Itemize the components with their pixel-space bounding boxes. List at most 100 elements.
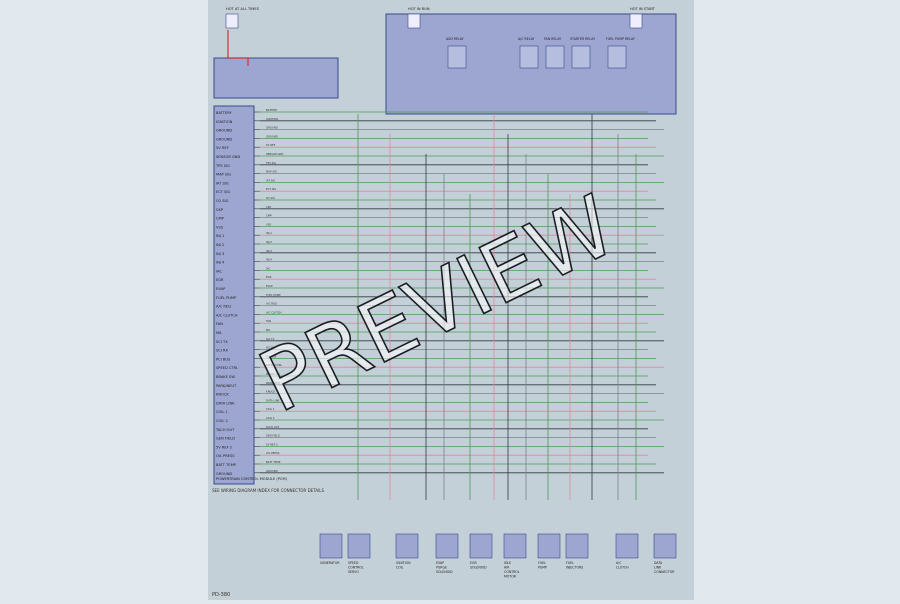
component-label: SPEED xyxy=(348,561,359,565)
ecm-pin-label: A/C CLUTCH xyxy=(216,313,238,317)
ecm-pin-label: PARK/NEUT xyxy=(216,384,237,388)
ecm-pin-label: A/C REQ xyxy=(216,305,231,309)
ecm-pin-label: O2 SIG xyxy=(216,199,229,203)
ecm-pin-label: EGR xyxy=(216,278,224,282)
wire-code: OIL PRESS xyxy=(266,451,280,455)
top-left-fuse-panel xyxy=(213,57,339,99)
ecm-pin-label: MAP SIG xyxy=(216,173,231,177)
wire-code: IGNITION xyxy=(266,117,278,121)
wire-code: FUEL PUMP xyxy=(266,293,281,297)
ecm-pin-label: BATTERY xyxy=(216,111,233,115)
ecm-pin-label: KNOCK xyxy=(216,393,229,397)
ecm-pin-label: 5V REF 2 xyxy=(216,445,232,449)
ecm-pin-label: COIL 1 xyxy=(216,410,228,414)
wire-code: EGR xyxy=(266,275,272,279)
relay-coil-icon xyxy=(571,45,591,69)
component-label: AIR xyxy=(504,566,510,570)
component-icon xyxy=(395,533,419,559)
ecm-pin-label: CMP xyxy=(216,217,225,221)
wire-code: 5V REF 2 xyxy=(266,442,278,446)
wire-code: GEN FIELD xyxy=(266,434,280,438)
component-label: A/C xyxy=(616,561,622,565)
component-label: DATA xyxy=(654,561,663,565)
ecm-pin-label: OIL PRESS xyxy=(216,454,235,458)
ecm-pin-label: FAN xyxy=(216,322,223,326)
wire-code: KNOCK xyxy=(266,390,275,394)
ecm-pin-layer: BATTERY IGNITION GROUND GROUND 5V REF SENSOR … xyxy=(215,111,288,481)
component-label: MOTOR xyxy=(504,575,517,579)
wire-code: VSS xyxy=(266,222,271,226)
component-label: CONNECTOR xyxy=(654,570,675,574)
wire-code: MAP SIG xyxy=(266,170,277,174)
ecm-pin-label: IGNITION xyxy=(216,120,233,124)
ecm-pin-label: IAT SIG xyxy=(216,181,229,185)
ecm-pin-label: DATA LINK xyxy=(216,401,235,405)
fuse-box-middle: HOT IN RUN xyxy=(407,7,430,29)
relay-coil-icon xyxy=(447,45,467,69)
fuse-icon xyxy=(225,13,239,29)
fuse-box-left: HOT AT ALL TIMES xyxy=(225,7,260,29)
component-label: IGNITION xyxy=(396,561,411,565)
component-label: EGR xyxy=(470,561,477,565)
wire-code: BRAKE SW xyxy=(266,372,280,376)
component-icon xyxy=(653,533,677,559)
wire-code: IAC xyxy=(266,266,270,270)
component-label: CONTROL xyxy=(504,570,520,574)
ecm-pin-label: ECT SIG xyxy=(216,190,230,194)
ecm-pin-label: GEN FIELD xyxy=(216,437,235,441)
relay-label: FAN RELAY xyxy=(544,37,561,41)
ecm-pin-label: TACH OUT xyxy=(215,428,235,432)
wire-code: TACH OUT xyxy=(266,425,280,429)
ecm-pin-label: 5V REF xyxy=(216,146,229,150)
relay-label: FUEL PUMP RELAY xyxy=(606,37,635,41)
ecm-pin-label: SCI RX xyxy=(216,349,228,353)
fuse-label: HOT AT ALL TIMES xyxy=(226,7,260,11)
wire-code: CMP xyxy=(266,214,272,218)
ecm-pin-label: SCI TX xyxy=(216,340,228,344)
fuse-icon xyxy=(407,13,421,29)
component-label: CONTROL xyxy=(348,566,364,570)
ecm-pin-label: CKP xyxy=(216,208,224,212)
wire-code: INJ 3 xyxy=(266,249,272,253)
component-label: CLUTCH xyxy=(616,566,629,570)
component-label: PUMP xyxy=(538,566,547,570)
component-label: COIL xyxy=(396,566,404,570)
wire-code: PARK/NEUT xyxy=(266,381,281,385)
ecm-pin-label: GROUND xyxy=(216,129,232,133)
component-label: PURGE xyxy=(436,566,447,570)
component-label: SOLENOID xyxy=(436,570,453,574)
relay: A/C RELAY xyxy=(518,37,539,69)
wire-code: DATA LINK xyxy=(266,398,280,402)
ecm-pin-label: TPS SIG xyxy=(215,164,230,168)
wiring-diagram: BATTERY IGNITION GROUND GROUND 5V REF SENSOR … xyxy=(212,7,677,598)
component-label: SOLENOID xyxy=(470,566,487,570)
sheet-code: PD-380 xyxy=(212,592,230,598)
relay-label: A/C RELAY xyxy=(518,37,535,41)
wire-code: BATT TEMP xyxy=(266,460,281,464)
wire-code: EVAP xyxy=(266,284,273,288)
wire-code: A/C REQ xyxy=(266,302,277,306)
wire-code: SENSOR GND xyxy=(266,152,284,156)
component-label: INJECTORS xyxy=(566,566,583,570)
component-icon xyxy=(319,533,343,559)
component-label: GENERATOR xyxy=(320,561,340,565)
wire-code: COIL 1 xyxy=(266,407,275,411)
wire-code: INJ 4 xyxy=(266,258,272,262)
relay: FUEL PUMP RELAY xyxy=(606,37,635,69)
ecm-pin-label: GROUND xyxy=(216,137,232,141)
wire-code: TPS SIG xyxy=(266,161,276,165)
ecm-pin-label: INJ 4 xyxy=(216,261,225,265)
wire-code: GROUND xyxy=(266,126,278,130)
ecm-pin-label: EVAP xyxy=(216,287,226,291)
wire-code: SCI RX xyxy=(266,346,275,350)
